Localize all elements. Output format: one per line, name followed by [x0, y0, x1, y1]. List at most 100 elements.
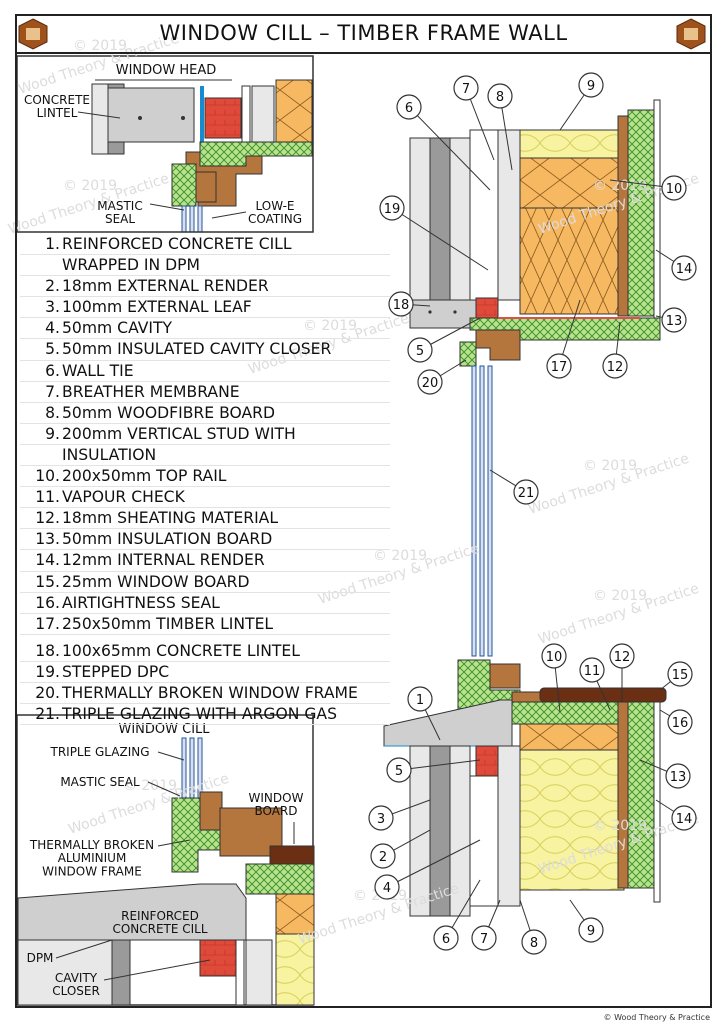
callout-top-6: 6	[405, 101, 413, 116]
legend-item: 3.100mm EXTERNAL LEAF	[20, 297, 390, 319]
callout-top-8: 8	[496, 90, 504, 105]
legend-item: 7.BREATHER MEMBRANE	[20, 382, 390, 403]
watermark-year: © 2019	[73, 38, 127, 54]
legend-text: 200mm VERTICAL STUD WITH	[62, 424, 296, 443]
legend-text: INSULATION	[62, 445, 157, 464]
callout-circle	[407, 337, 433, 363]
callout-circle	[374, 874, 400, 900]
callout-top-13: 13	[666, 314, 683, 329]
legend-item: 18.100x65mm CONCRETE LINTEL	[20, 641, 390, 662]
legend-item: 13.50mm INSULATION BOARD	[20, 529, 390, 551]
legend-text: REINFORCED CONCRETE CILL	[62, 235, 292, 253]
legend-number: 5.	[45, 340, 60, 359]
legend-number: 13.	[35, 530, 60, 549]
legend-text: 100mm EXTERNAL LEAF	[62, 298, 252, 317]
legend-number: 4.	[45, 319, 60, 338]
callout-top-20: 20	[422, 376, 439, 391]
leader-line	[147, 781, 181, 797]
legend-number: 6.	[45, 361, 60, 380]
legend-number: 3.	[45, 298, 60, 317]
callout-circle	[541, 643, 567, 669]
callout-circle	[667, 709, 693, 735]
watermark-year: © 2019	[593, 178, 647, 194]
legend-item: 12.18mm SHEATING MATERIAL	[20, 508, 390, 530]
callout-bottom-9: 9	[587, 924, 595, 939]
cill-inset	[16, 714, 315, 1006]
callout-circle	[453, 75, 479, 101]
triple-glazing-label: TRIPLE GLAZING	[49, 745, 149, 759]
watermark-year: © 2019	[123, 778, 177, 794]
legend-text: 50mm WOODFIBRE BOARD	[62, 403, 275, 422]
callout-circle	[661, 175, 687, 201]
legend-item: 4.50mm CAVITY	[20, 318, 390, 340]
logo-left-icon	[18, 18, 48, 50]
legend-number: 19.	[35, 662, 60, 681]
legend-item: INSULATION	[20, 445, 390, 467]
legend-text: 18mm EXTERNAL RENDER	[62, 277, 269, 296]
callout-top-18: 18	[393, 298, 410, 313]
callout-bottom-11: 11	[584, 664, 601, 679]
callout-circle	[513, 479, 539, 505]
callout-bottom-12: 12	[614, 650, 631, 665]
callout-circle	[661, 307, 687, 333]
callout-bottom-3: 3	[377, 812, 385, 827]
callout-circle	[609, 643, 635, 669]
callout-circle	[578, 72, 604, 98]
callout-bottom-10: 10	[546, 650, 563, 665]
leader-line	[408, 106, 491, 191]
legend-number: 8.	[45, 403, 60, 422]
legend-text: 50mm INSULATION BOARD	[62, 530, 273, 549]
legend-number: 16.	[35, 593, 60, 612]
main-section	[383, 99, 667, 917]
callout-bottom-6: 6	[442, 932, 450, 947]
legend-item: 2.18mm EXTERNAL RENDER	[20, 276, 390, 298]
legend-text: 200x50mm TOP RAIL	[62, 467, 227, 486]
leader-line	[103, 959, 211, 981]
callout-top-17: 17	[551, 360, 568, 375]
legend-text: 250x50mm TIMBER LINTEL	[62, 614, 274, 633]
legend-text: 12mm INTERNAL RENDER	[62, 551, 265, 570]
legend-text: WRAPPED IN DPM	[62, 256, 200, 275]
legend-item: 10.200x50mm TOP RAIL	[20, 466, 390, 488]
legend-text: TRIPLE GLAZING WITH ARGON GAS	[62, 705, 337, 724]
callout-circle	[417, 369, 443, 395]
leader-line	[149, 203, 185, 211]
callout-bottom-1: 1	[416, 693, 424, 708]
callout-circle	[671, 805, 697, 831]
callout-circle	[667, 661, 693, 687]
title-bar: WINDOW CILL – TIMBER FRAME WALL	[15, 14, 712, 54]
callout-top-14: 14	[676, 262, 693, 277]
legend-text: 50mm CAVITY	[62, 319, 173, 338]
callout-circle	[368, 805, 394, 831]
legend-text: 100x65mm CONCRETE LINTEL	[62, 641, 300, 660]
sheet-border	[15, 14, 712, 1008]
legend-item: 9.200mm VERTICAL STUD WITH	[20, 424, 390, 445]
legend-number: 9.	[45, 424, 60, 443]
logo-right-icon	[676, 18, 706, 50]
callout-circle	[602, 353, 628, 379]
callout-bottom-15: 15	[672, 668, 689, 683]
legend-number: 18.	[35, 641, 60, 660]
head-title: WINDOW HEAD	[116, 63, 217, 78]
callout-circle	[471, 925, 497, 951]
leader-line	[211, 211, 247, 219]
callout-bottom-16: 16	[672, 716, 689, 731]
leader-line	[55, 939, 113, 959]
callout-circle	[671, 255, 697, 281]
legend-item: 20.THERMALLY BROKEN WINDOW FRAME	[20, 683, 390, 705]
legend-text: AIRTIGHTNESS SEAL	[62, 593, 220, 612]
leader-line	[157, 839, 191, 847]
legend-text: 18mm SHEATING MATERIAL	[62, 509, 279, 528]
legend-item: 6.WALL TIE	[20, 361, 390, 382]
dpm-label: DPM	[27, 951, 54, 965]
leader-line	[398, 759, 481, 771]
page-title: WINDOW CILL – TIMBER FRAME WALL	[159, 21, 568, 45]
